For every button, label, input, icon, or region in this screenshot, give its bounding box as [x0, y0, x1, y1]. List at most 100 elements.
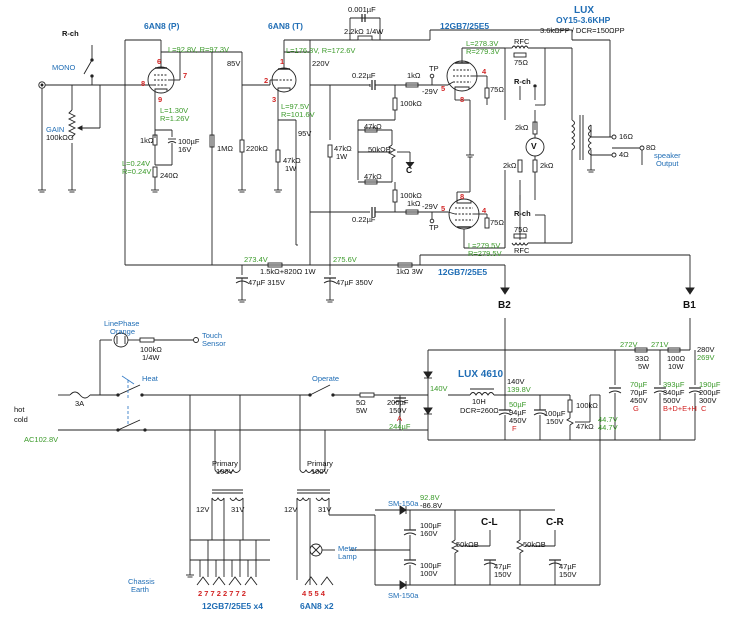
label-tube-out-bottom: 12GB7/25E5: [438, 267, 488, 277]
label-c: C: [406, 165, 413, 175]
label-r-100k-b: 100kΩ: [400, 191, 422, 200]
label-r-1k: 1kΩ: [140, 136, 154, 145]
label-a: A: [397, 414, 403, 423]
label-c-100u: 100µF: [178, 137, 200, 146]
label-fuse-3a: 3A: [75, 399, 85, 408]
label-cold: cold: [14, 415, 28, 424]
label-v-31b: 31V: [318, 505, 332, 514]
label-r-1k-3w: 1kΩ 3W: [396, 267, 423, 276]
label-meter-v: V: [531, 141, 537, 151]
label-c-393: 393µF: [663, 380, 685, 389]
label-r-100k-a: 100kΩ: [400, 99, 422, 108]
label-res-fb: 2.2kΩ 1/4W: [344, 27, 384, 36]
label-choke-10h: 10H: [472, 397, 486, 406]
label-v-269: 269V: [697, 353, 715, 362]
label-c-100-150: 100µF: [544, 409, 566, 418]
label-v-31a: 31V: [231, 505, 245, 514]
pin-2: 2: [264, 76, 269, 85]
label-rch-meter-bottom: R-ch: [514, 209, 531, 218]
label-v-447b: 44.7V: [598, 423, 618, 432]
label-v-p-plate: L=92.8V, R=97.3V: [168, 45, 230, 54]
label-v-868: -86.8V: [420, 501, 443, 510]
label-tap-4: 4Ω: [619, 150, 629, 159]
label-oy15: OY15-3.6KHP: [556, 15, 611, 25]
label-c-16v: 16V: [178, 145, 192, 154]
pin-6: 6: [157, 57, 162, 66]
gain-pot: [67, 84, 150, 193]
label-c-450: 450V: [509, 416, 527, 425]
label-r-47k-t: 47kΩ: [283, 156, 301, 165]
heater-transformers: [186, 395, 376, 586]
label-r-47k-b: 47kΩ: [364, 172, 382, 181]
pin-4a: 4: [482, 67, 487, 76]
label-tubes-a: 12GB7/25E5 x4: [202, 601, 263, 611]
tube-6an8-p: [147, 52, 180, 100]
label-r-2k-a: 2kΩ: [515, 123, 529, 132]
input-jack: [38, 81, 72, 193]
label-v-12b: 12V: [284, 505, 298, 514]
label-tap-16: 16Ω: [619, 132, 633, 141]
label-r-1k-top: 1kΩ: [407, 71, 421, 80]
label-r-75-rfc-bottom: 75Ω: [514, 225, 528, 234]
label-bdeh: B+D+E+H: [663, 404, 697, 413]
label-c-450b: 450V: [630, 396, 648, 405]
label-v-447a: 44.7V: [598, 415, 618, 424]
label-choke-dcr: DCR=260Ω: [460, 406, 499, 415]
label-c-47-r: 47µF: [559, 562, 577, 571]
mains-input: [58, 332, 199, 432]
label-orange: Orange: [110, 327, 136, 336]
label-c-94: 94µF: [509, 408, 527, 417]
label-c-47u-a: 47µF 315V: [248, 278, 285, 287]
label-rfc-bottom: RFC: [514, 246, 530, 255]
label-v-100a: 100V: [216, 467, 234, 476]
label-lamp: Lamp: [338, 552, 357, 561]
label-g: G: [633, 404, 639, 413]
label-v-12a: 12V: [196, 505, 210, 514]
label-c-150-r: 150V: [559, 570, 577, 579]
label-chassis: Chassis: [128, 577, 155, 586]
label-r-1k-bottom: 1kΩ: [407, 199, 421, 208]
label-c-100v-b: 100V: [420, 569, 438, 578]
label-v-out-top2: R=279.3V: [466, 47, 500, 56]
label-r-47k-pi: 47kΩ: [334, 144, 352, 153]
label-v-244: 244µF: [389, 422, 411, 431]
label-v-95: 95V: [298, 129, 312, 138]
label-speaker: speaker: [654, 151, 681, 160]
label-c-100-a: 100µF: [420, 521, 442, 530]
label-operate: Operate: [312, 374, 340, 383]
label-tubes-b: 6AN8 x2: [300, 601, 334, 611]
label-heater-pins-a: 2 7 7 2 2 7 7 2: [198, 589, 246, 598]
ht-supply: [190, 318, 702, 441]
label-r-240: 240Ω: [160, 171, 179, 180]
label-tp-bottom: TP: [429, 223, 439, 232]
label-c-022-top: 0.22µF: [352, 71, 376, 80]
label-c-150-l: 150V: [494, 570, 512, 579]
label-v-2734: 273.4V: [244, 255, 268, 264]
label-r-100: 100Ω: [667, 354, 686, 363]
label-r-1m: 1MΩ: [217, 144, 234, 153]
label-tp-top: TP: [429, 64, 439, 73]
label-ac: AC102.8V: [24, 435, 59, 444]
label-c-47u-b: 47µF 350V: [336, 278, 373, 287]
label-r-quarter: 1/4W: [142, 353, 160, 362]
label-c-150v: 150V: [389, 406, 407, 415]
label-v-85: 85V: [227, 59, 241, 68]
label-r-5w-b: 5W: [638, 362, 650, 371]
label-c-letter: C: [701, 404, 707, 413]
label-r-47k-ps: 47kΩ: [576, 422, 594, 431]
label-tube-out-top: 12GB7/25E5: [440, 21, 490, 31]
label-rch-meter-top: R-ch: [514, 77, 531, 86]
label-gain-value: 100kΩG: [46, 133, 74, 142]
label-r-2k-b: 2kΩ: [503, 161, 517, 170]
label-c-160-a: 160V: [420, 529, 438, 538]
label-r-220k: 220kΩ: [246, 144, 268, 153]
label-r-75-rfc-top: 75Ω: [514, 58, 528, 67]
label-v-p-k4: R=0.24V: [122, 167, 152, 176]
pin-4b: 4: [482, 206, 487, 215]
label-linephase: LinePhase: [104, 319, 140, 328]
label-v-272: 272V: [620, 340, 638, 349]
pin-3: 3: [272, 95, 277, 104]
label-r-75-top: 75Ω: [490, 85, 504, 94]
label-heat: Heat: [142, 374, 158, 383]
